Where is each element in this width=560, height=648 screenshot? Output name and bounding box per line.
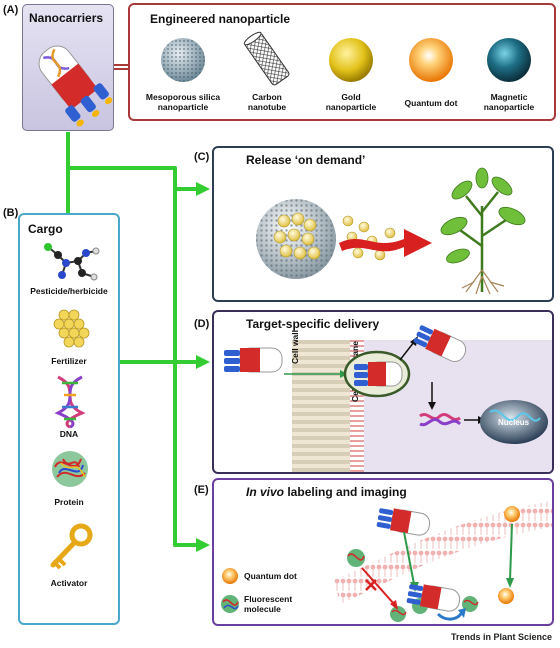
dna-icon [54,375,86,429]
cell-wall-region [292,340,350,472]
panel-label-e: (E) [194,484,209,496]
magnetic-nanoparticle-icon [487,38,531,82]
cargo-label-activator: Activator [50,578,88,588]
red-connector [114,64,128,70]
target-title: Target-specific delivery [246,317,380,331]
release-title: Release ‘on demand’ [246,153,366,167]
invivo-title: In vivo labeling and imaging [246,485,407,499]
plant-icon [440,167,526,295]
cargo-box: Cargo Pesticide/herbicide Fertilizer DNA [18,213,120,625]
engineered-title: Engineered nanoparticle [150,12,291,26]
fertilizer-icon [53,309,90,348]
carbon-nanotube-icon [243,31,290,86]
journal-footer: Trends in Plant Science [450,632,552,642]
quantum-dot-icon [409,38,453,82]
panel-label-b: (B) [3,207,19,219]
target-delivery-box: Target-specific delivery Cell wall Cell … [212,310,554,474]
nanocarrier-icon [38,45,113,127]
nucleus-label: Nucleus [498,418,530,427]
membrane-imaging-diagram [221,500,552,622]
silica-release-icon [256,199,432,279]
engineered-nanoparticle-box: Engineered nanoparticle Mesoporous silic… [128,3,556,121]
invivo-box: In vivo labeling and imaging [212,478,554,626]
delivery-diagram [224,325,548,444]
panel-label-a: (A) [3,4,19,16]
key-icon [50,523,93,570]
panel-label-d: (D) [194,318,210,330]
cargo-label-protein: Protein [54,497,84,507]
nanocarriers-box: Nanocarriers [22,4,114,131]
gold-nanoparticle-icon [329,38,373,82]
legend-quantum-dot: Quantum dot [244,571,297,581]
mesoporous-silica-icon [161,38,205,82]
nanocarriers-title: Nanocarriers [29,11,104,25]
cargo-label-pesticide: Pesticide/herbicide [30,286,108,296]
protein-icon [52,451,88,487]
panel-label-c: (C) [194,151,210,163]
pesticide-molecule-icon [44,243,100,281]
release-box: Release ‘on demand’ [212,146,554,302]
cargo-title: Cargo [28,222,63,236]
cargo-label-dna: DNA [59,429,79,439]
caption-quantum-dot: Quantum dot [404,98,458,108]
cargo-label-fertilizer: Fertilizer [51,356,87,366]
